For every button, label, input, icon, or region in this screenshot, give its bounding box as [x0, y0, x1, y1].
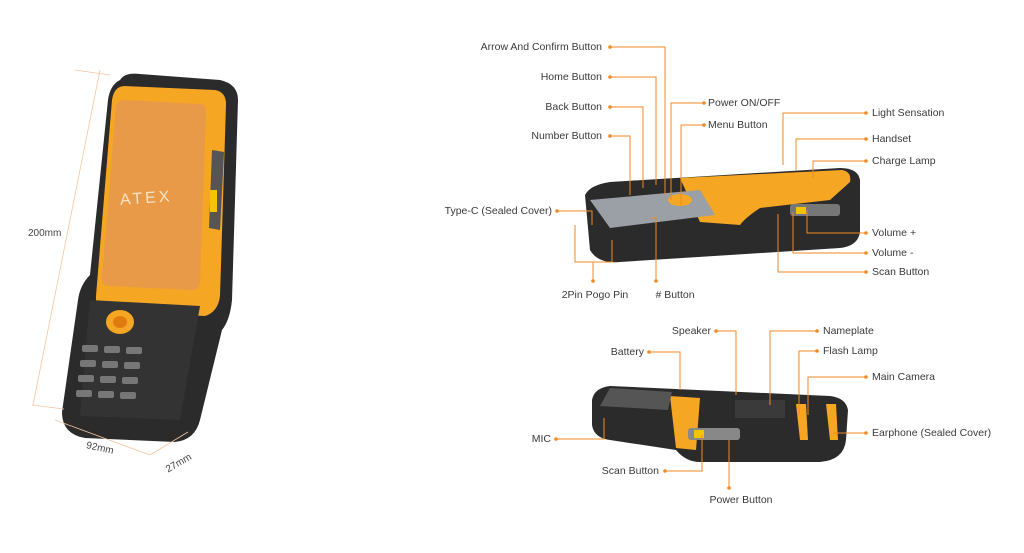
label-flash-lamp: Flash Lamp	[823, 345, 878, 357]
label-scan-button-top: Scan Button	[872, 266, 930, 278]
label-light-sensation: Light Sensation	[872, 107, 945, 119]
front-phone-image	[31, 69, 238, 456]
label-pogo-pin: 2Pin Pogo Pin	[561, 289, 629, 301]
label-power-onoff: Power ON/OFF	[708, 97, 781, 109]
leader-lines	[556, 46, 866, 488]
label-back-button: Back Button	[545, 101, 602, 113]
label-volume-up: Volume +	[872, 227, 917, 239]
label-scan-button-bottom: Scan Button	[601, 465, 659, 477]
label-arrow-confirm-button: Arrow And Confirm Button	[480, 41, 602, 53]
label-volume-down: Volume -	[872, 247, 914, 259]
label-charge-lamp: Charge Lamp	[872, 155, 936, 167]
label-speaker: Speaker	[671, 325, 711, 337]
label-handset: Handset	[872, 133, 912, 145]
label-home-button: Home Button	[540, 71, 602, 83]
label-earphone: Earphone (Sealed Cover)	[872, 427, 992, 439]
label-type-c: Type-C (Sealed Cover)	[444, 205, 552, 217]
height-dimension: 200mm	[28, 228, 62, 239]
bottom-device-image	[592, 386, 848, 462]
label-nameplate: Nameplate	[823, 325, 874, 337]
label-main-camera: Main Camera	[872, 371, 936, 383]
leader-dots	[554, 45, 868, 490]
label-power-button: Power Button	[709, 494, 773, 506]
label-mic: MIC	[531, 433, 551, 445]
label-number-button: Number Button	[531, 130, 602, 142]
label-hash-button: # Button	[655, 289, 695, 301]
label-battery: Battery	[610, 346, 644, 358]
screen-watermark: ATEX	[119, 188, 174, 209]
top-device-image	[585, 168, 860, 263]
label-menu-button: Menu Button	[708, 119, 768, 131]
